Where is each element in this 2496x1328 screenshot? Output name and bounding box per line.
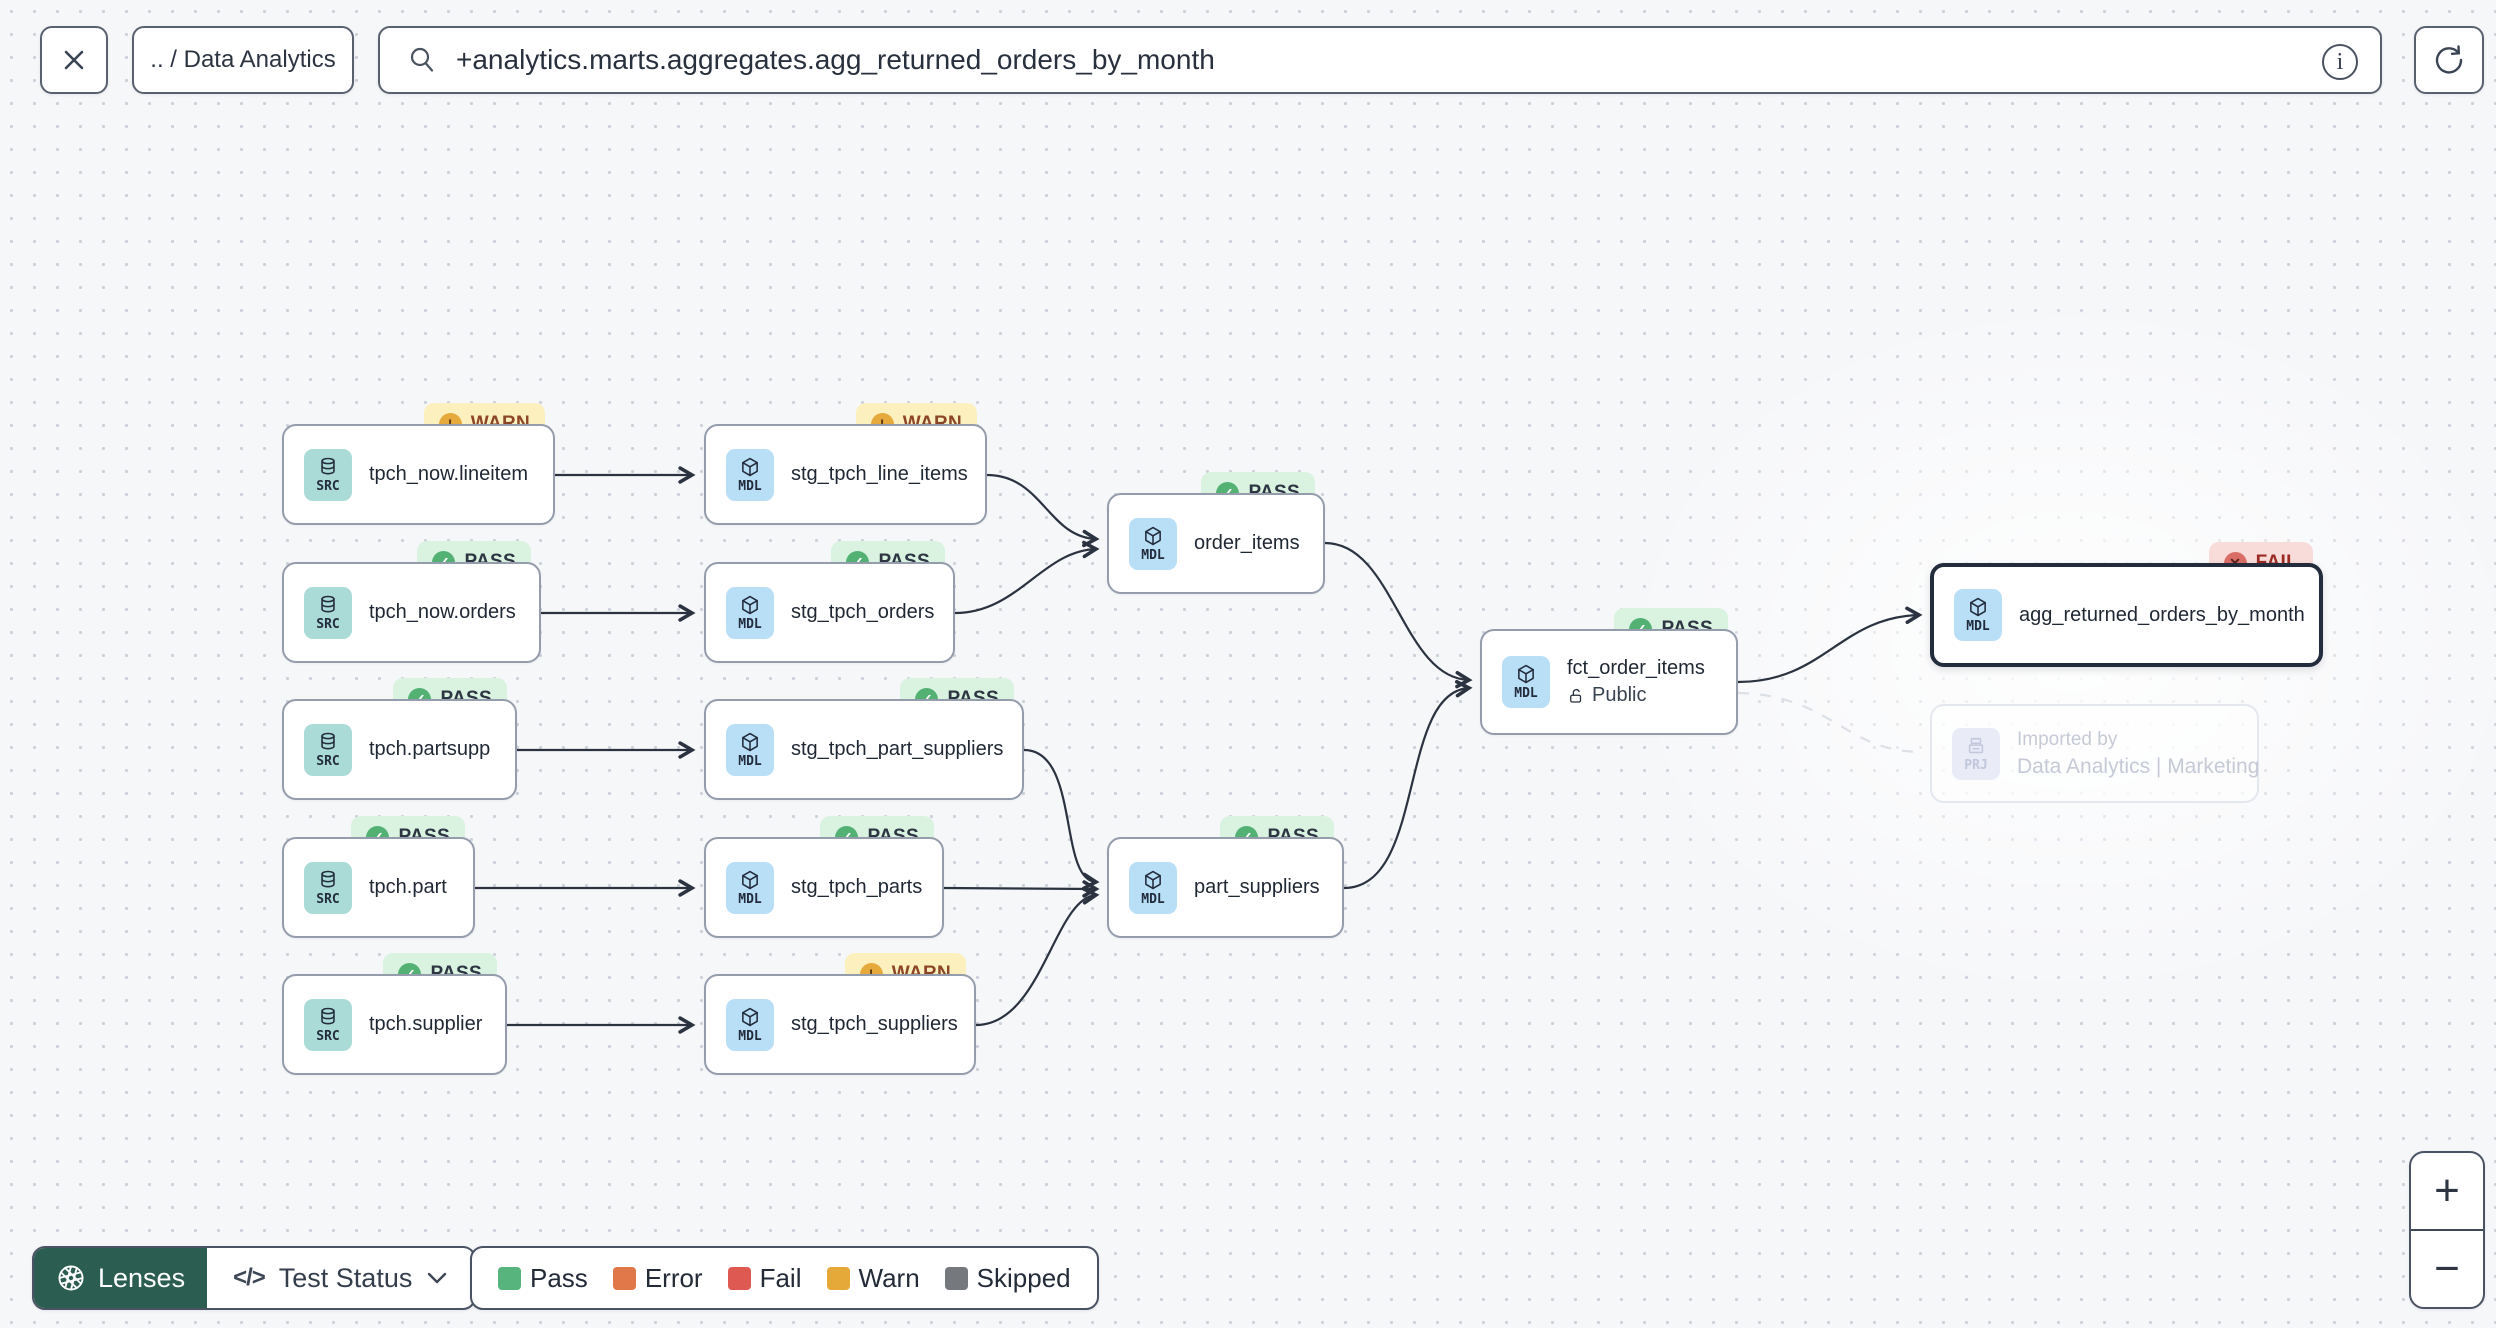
edge <box>1023 748 1100 891</box>
project-icon: PRJ <box>1952 727 2000 780</box>
access-label: Public <box>1592 684 1647 706</box>
close-button[interactable] <box>40 26 108 94</box>
pass-swatch <box>498 1266 521 1290</box>
lock-open-icon <box>1570 688 1582 703</box>
close-icon <box>64 50 84 70</box>
model-icon: MDL <box>1129 861 1177 914</box>
legend-item-error: Error <box>612 1263 703 1294</box>
model-icon: MDL <box>1502 656 1550 708</box>
graph-node-imported-by-project[interactable]: PRJ Imported by Data Analytics | Marketi… <box>1930 704 2259 803</box>
breadcrumb[interactable]: .. / Data Analytics <box>132 26 354 94</box>
edge <box>1324 541 1473 689</box>
graph-node-order_items[interactable]: ✓PASS MDL order_items <box>1107 472 1325 594</box>
edge <box>986 473 1100 548</box>
graph-node-tpch-part[interactable]: ✓PASS SRC tpch.part <box>282 816 475 938</box>
zoom-out-button[interactable]: − <box>2411 1231 2483 1307</box>
source-icon: SRC <box>304 998 352 1051</box>
warn-swatch <box>826 1266 850 1290</box>
code-icon: </> <box>233 1264 266 1291</box>
lenses-button[interactable]: Lenses <box>34 1248 208 1308</box>
node-label: tpch.supplier <box>369 1013 483 1035</box>
edge <box>954 540 1100 615</box>
model-icon: MDL <box>726 723 774 776</box>
search-bar[interactable]: i <box>378 26 2382 94</box>
node-label: stg_tpch_suppliers <box>791 1013 958 1035</box>
refresh-icon <box>2435 45 2463 74</box>
legend-item-warn: Warn <box>826 1263 920 1294</box>
legend-item-pass: Pass <box>498 1263 588 1294</box>
legend-item-fail: Fail <box>727 1263 802 1294</box>
graph-node-stg_tpch_orders[interactable]: ✓PASS MDL stg_tpch_orders <box>704 541 955 663</box>
source-icon: SRC <box>304 586 352 639</box>
node-label: stg_tpch_parts <box>791 876 923 898</box>
node-label: tpch.part <box>369 876 447 898</box>
node-label: Imported by <box>2017 728 2118 750</box>
graph-node-tpch-partsupp[interactable]: ✓PASS SRC tpch.partsupp <box>282 678 517 800</box>
graph-node-stg_tpch_parts[interactable]: ✓PASS MDL stg_tpch_parts <box>704 816 944 938</box>
skipped-swatch <box>944 1266 968 1290</box>
search-input[interactable] <box>456 44 2276 76</box>
graph-node-stg_tpch_line_items[interactable]: !WARN MDL stg_tpch_line_items <box>704 403 987 525</box>
node-label: stg_tpch_part_suppliers <box>791 738 1004 760</box>
graph-node-stg_tpch_suppliers[interactable]: !WARN MDL stg_tpch_suppliers <box>704 953 976 1075</box>
lenses-control: Lenses </> Test Status <box>32 1246 477 1310</box>
model-icon: MDL <box>1954 589 2002 641</box>
refresh-button[interactable] <box>2414 26 2484 94</box>
edge <box>975 887 1100 1027</box>
model-icon: MDL <box>726 448 774 501</box>
source-icon: SRC <box>304 861 352 914</box>
node-label: fct_order_items <box>1567 657 1705 679</box>
zoom-in-button[interactable]: + <box>2411 1153 2483 1231</box>
zoom-controls: + − <box>2409 1151 2485 1309</box>
edge-imported-dashed <box>1737 691 1923 754</box>
source-icon: SRC <box>304 723 352 776</box>
node-label: tpch.partsupp <box>369 738 491 760</box>
graph-node-tpch_now-lineitem[interactable]: !WARN SRC tpch_now.lineitem <box>282 403 555 525</box>
node-label: agg_returned_orders_by_month <box>2019 603 2305 626</box>
node-label: stg_tpch_line_items <box>791 463 968 485</box>
legend-item-skipped: Skipped <box>944 1263 1071 1294</box>
edge <box>1737 606 1923 684</box>
model-icon: MDL <box>1129 517 1177 570</box>
source-icon: SRC <box>304 448 352 501</box>
node-label: tpch_now.lineitem <box>369 463 528 485</box>
model-icon: MDL <box>726 998 774 1051</box>
model-icon: MDL <box>726 861 774 914</box>
chevron-down-icon <box>428 1272 447 1284</box>
edge <box>1343 680 1473 890</box>
test-status-legend: Pass Error Fail Warn Skipped <box>470 1246 1099 1310</box>
aperture-icon <box>58 1265 84 1291</box>
graph-node-fct_order_items[interactable]: ✓PASS MDL fct_order_items Public <box>1480 608 1738 735</box>
graph-node-tpch-supplier[interactable]: ✓PASS SRC tpch.supplier <box>282 953 507 1075</box>
plus-icon: + <box>2434 1166 2460 1215</box>
node-label: order_items <box>1194 532 1300 554</box>
model-icon: MDL <box>726 586 774 639</box>
edge <box>943 880 1100 898</box>
info-icon[interactable]: i <box>2322 44 2358 80</box>
node-label: part_suppliers <box>1194 876 1320 898</box>
graph-node-part_suppliers[interactable]: ✓PASS MDL part_suppliers <box>1107 816 1344 938</box>
error-swatch <box>612 1266 636 1290</box>
node-label: tpch_now.orders <box>369 601 516 623</box>
lens-selector-dropdown[interactable]: </> Test Status <box>207 1248 474 1308</box>
node-sublabel: Data Analytics | Marketing <box>2017 754 2260 778</box>
minus-icon: − <box>2434 1244 2460 1293</box>
fail-swatch <box>727 1266 751 1290</box>
graph-node-stg_tpch_part_suppliers[interactable]: ✓PASS MDL stg_tpch_part_suppliers <box>704 678 1024 800</box>
node-label: stg_tpch_orders <box>791 601 935 623</box>
graph-node-agg_returned_orders_by_month[interactable]: ✕FAIL MDL agg_returned_orders_by_month <box>1930 542 2323 667</box>
search-icon <box>410 47 434 72</box>
graph-node-tpch_now-orders[interactable]: ✓PASS SRC tpch_now.orders <box>282 541 541 663</box>
